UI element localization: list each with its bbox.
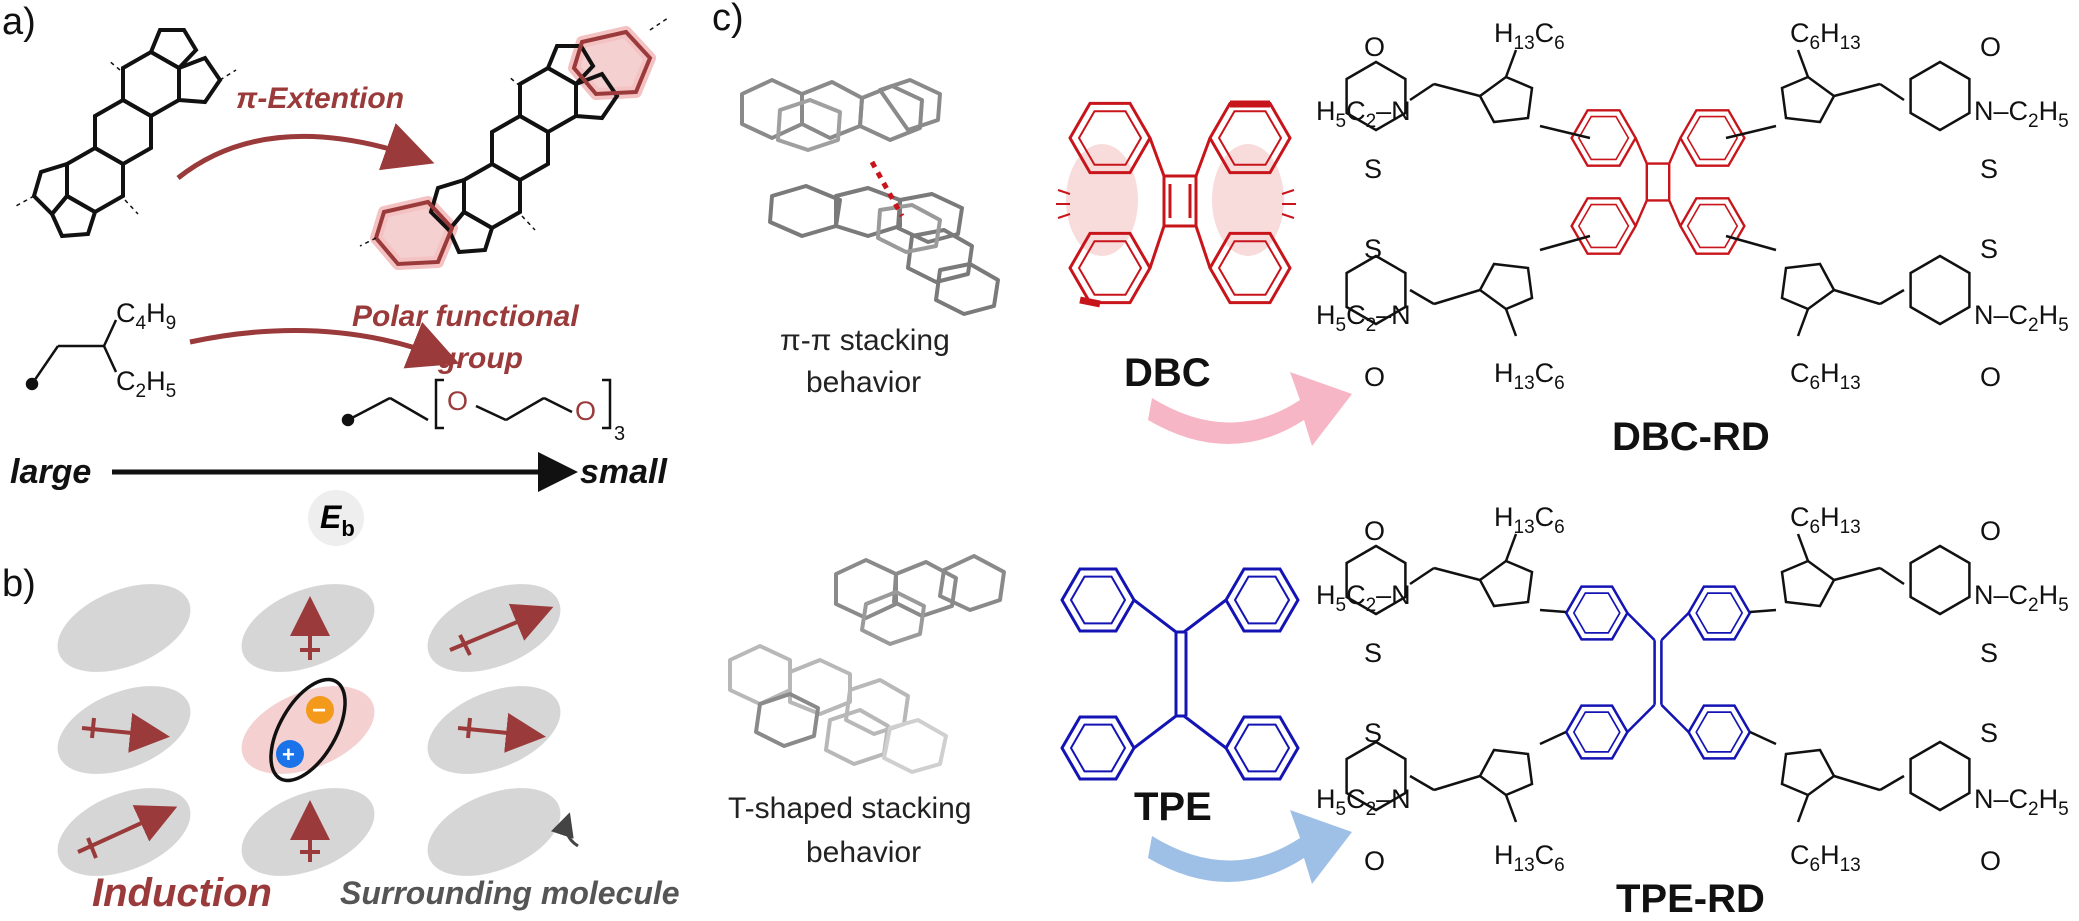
tshape-caption-line1: T-shaped stacking	[728, 792, 971, 825]
indacenodithiophene-core-left	[15, 28, 237, 239]
eb-label: Eb	[320, 499, 355, 541]
panel-c-label: c)	[712, 0, 744, 39]
panel-b-label: b)	[2, 563, 36, 605]
tpe-rd-atom-labels: H13C6 C6H13 H13C6 C6H13 H5C2–N N–C2H5 H5…	[1316, 502, 2069, 876]
surrounding-molecules-grid: − +	[57, 584, 561, 876]
surrounding-pointer-arrow	[550, 812, 579, 848]
tpe-to-tperd-arrow	[1148, 810, 1352, 884]
dbc-to-dbcrd-arrow	[1148, 372, 1352, 446]
svg-text:O: O	[1980, 846, 2001, 876]
c4h9-label: C4H9	[116, 298, 176, 334]
glycol-repeat-count: 3	[614, 423, 625, 445]
svg-text:S: S	[1364, 234, 1382, 264]
induction-label: Induction	[92, 871, 272, 915]
pi-extended-core-right	[359, 17, 669, 270]
svg-text:H5C2–N: H5C2–N	[1316, 96, 1411, 132]
polar-group-label-line1: Polar functional	[352, 300, 579, 333]
svg-text:C6H13: C6H13	[1790, 18, 1861, 54]
tpe-rd-molecule-structure	[1345, 533, 1971, 823]
surrounding-molecule-label: Surrounding molecule	[340, 875, 680, 911]
oligo-ethylene-glycol-chain	[341, 378, 612, 430]
svg-text:S: S	[1364, 718, 1382, 748]
minus-charge: −	[312, 697, 326, 724]
eb-badge	[308, 490, 364, 546]
svg-text:C6H13: C6H13	[1790, 502, 1861, 538]
tpe-molecule-structure	[1060, 567, 1300, 781]
dbc-name: DBC	[1124, 351, 1211, 395]
svg-text:H5C2–N: H5C2–N	[1316, 784, 1411, 820]
tshape-caption-line2: behavior	[806, 836, 921, 869]
svg-text:O: O	[1364, 516, 1385, 546]
svg-text:S: S	[1980, 234, 1998, 264]
polar-group-arrow	[189, 321, 460, 369]
plus-charge: +	[282, 742, 295, 767]
svg-text:S: S	[1364, 638, 1382, 668]
glycol-o1: O	[447, 386, 468, 416]
svg-text:C6H13: C6H13	[1790, 358, 1861, 394]
svg-text:H13C6: H13C6	[1494, 358, 1565, 394]
svg-text:H5C2–N: H5C2–N	[1316, 580, 1411, 616]
svg-text:H13C6: H13C6	[1494, 502, 1565, 538]
svg-text:O: O	[1980, 32, 2001, 62]
svg-text:H13C6: H13C6	[1494, 18, 1565, 54]
pipi-caption-line2: behavior	[806, 366, 921, 399]
svg-text:O: O	[1364, 846, 1385, 876]
svg-text:N–C2H5: N–C2H5	[1974, 580, 2069, 616]
glycol-o2: O	[575, 396, 596, 426]
tpe-rd-name: TPE-RD	[1616, 877, 1765, 921]
tpe-name: TPE	[1134, 785, 1212, 829]
svg-text:O: O	[1364, 362, 1385, 392]
polar-group-label-line2: group	[437, 342, 523, 375]
pi-extension-arrow	[176, 123, 435, 180]
svg-text:O: O	[1980, 362, 2001, 392]
scale-small-label: small	[580, 453, 668, 491]
c2h5-label: C2H5	[116, 366, 176, 402]
svg-text:S: S	[1980, 638, 1998, 668]
dbc-rd-name: DBC-RD	[1612, 415, 1770, 459]
svg-text:N–C2H5: N–C2H5	[1974, 784, 2069, 820]
svg-text:S: S	[1364, 154, 1382, 184]
svg-text:O: O	[1364, 32, 1385, 62]
pi-extension-label: π-Extention	[236, 82, 404, 115]
svg-text:H5C2–N: H5C2–N	[1316, 300, 1411, 336]
svg-text:H13C6: H13C6	[1494, 840, 1565, 876]
t-shaped-stacking-crystal-image	[728, 554, 1006, 774]
svg-text:O: O	[1980, 516, 2001, 546]
dbc-molecule-structure	[1056, 100, 1296, 308]
svg-text:C6H13: C6H13	[1790, 840, 1861, 876]
svg-text:N–C2H5: N–C2H5	[1974, 300, 2069, 336]
dbc-rd-molecule-structure	[1345, 49, 1971, 337]
svg-text:N–C2H5: N–C2H5	[1974, 96, 2069, 132]
ethylhexyl-chain	[25, 319, 118, 391]
pipi-caption-line1: π-π stacking	[780, 324, 950, 357]
svg-text:S: S	[1980, 154, 1998, 184]
panel-a-label: a)	[2, 1, 36, 43]
scale-large-label: large	[10, 453, 91, 491]
svg-text:S: S	[1980, 718, 1998, 748]
pi-pi-stacking-crystal-image	[740, 78, 1000, 316]
